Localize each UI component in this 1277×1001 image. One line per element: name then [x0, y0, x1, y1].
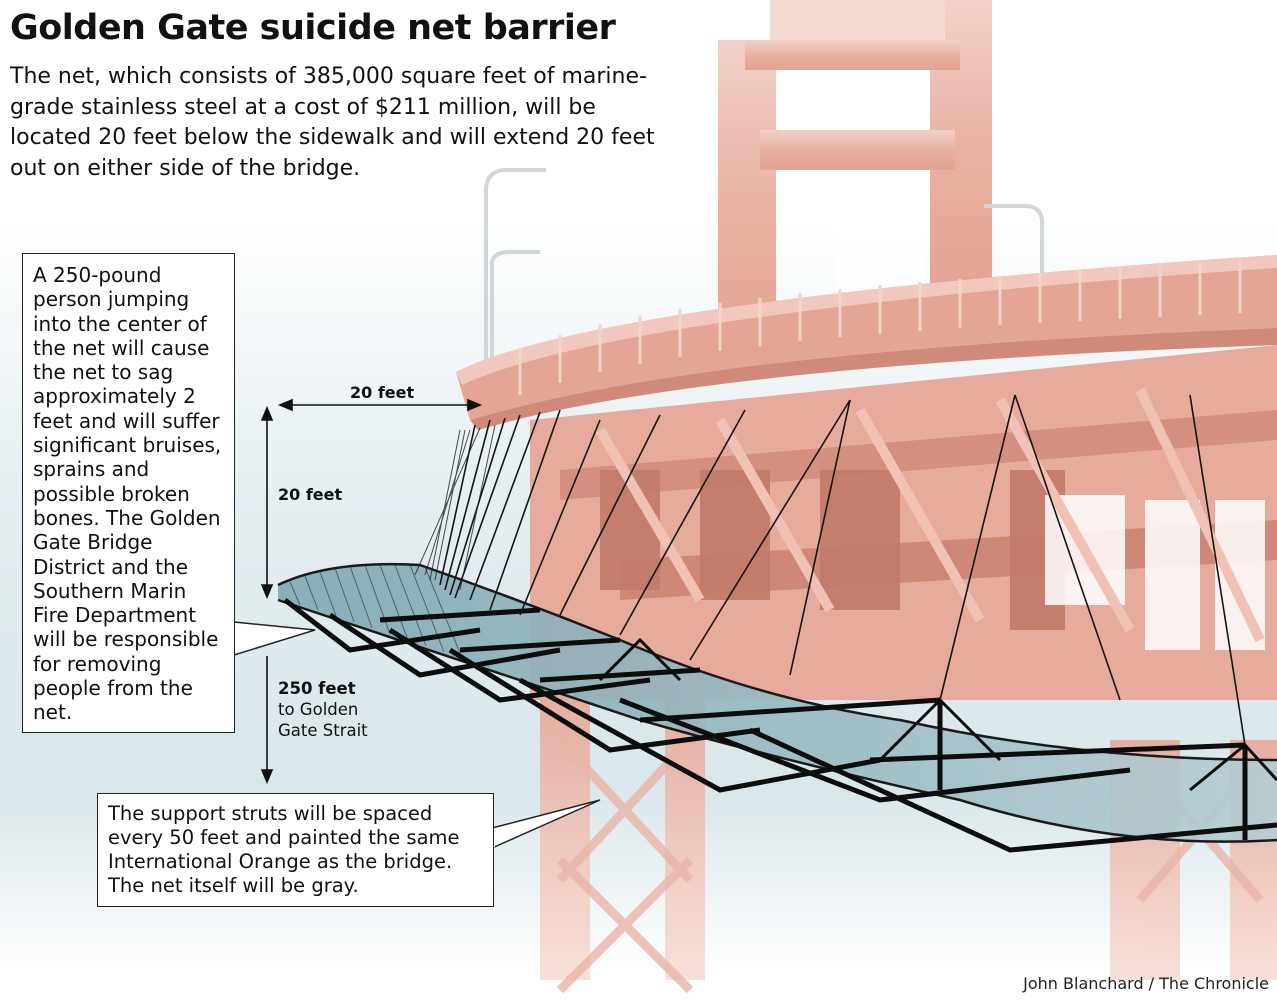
intro-text: The net, which consists of 385,000 squar…: [10, 64, 655, 181]
water-height-caption: to Golden Gate Strait: [278, 700, 368, 740]
net-cables-fine: [414, 424, 496, 591]
net-width-label: 20 feet: [350, 383, 415, 402]
struts-callout: The support struts will be spaced every …: [97, 793, 494, 907]
water-height-label: 250 feet to Golden Gate Strait: [278, 678, 388, 741]
bridge-deck: [456, 255, 1277, 430]
net-cables: [439, 394, 1246, 746]
net-depth-label: 20 feet: [278, 485, 343, 504]
support-struts: [283, 598, 1277, 853]
railing-posts: [518, 260, 1242, 395]
dimension-arrow-horizontal: [277, 398, 483, 412]
net-sag-callout: A 250-pound person jumping into the cent…: [22, 253, 235, 733]
dimension-arrow-vertical: [260, 405, 274, 785]
water-height-value: 250 feet: [278, 679, 356, 698]
credit-line: John Blanchard / The Chronicle: [1023, 974, 1269, 993]
bridge-tower: [718, 0, 992, 370]
safety-net: [277, 562, 1277, 843]
page-title: Golden Gate suicide net barrier: [10, 8, 616, 48]
street-lamps: [484, 168, 1044, 370]
